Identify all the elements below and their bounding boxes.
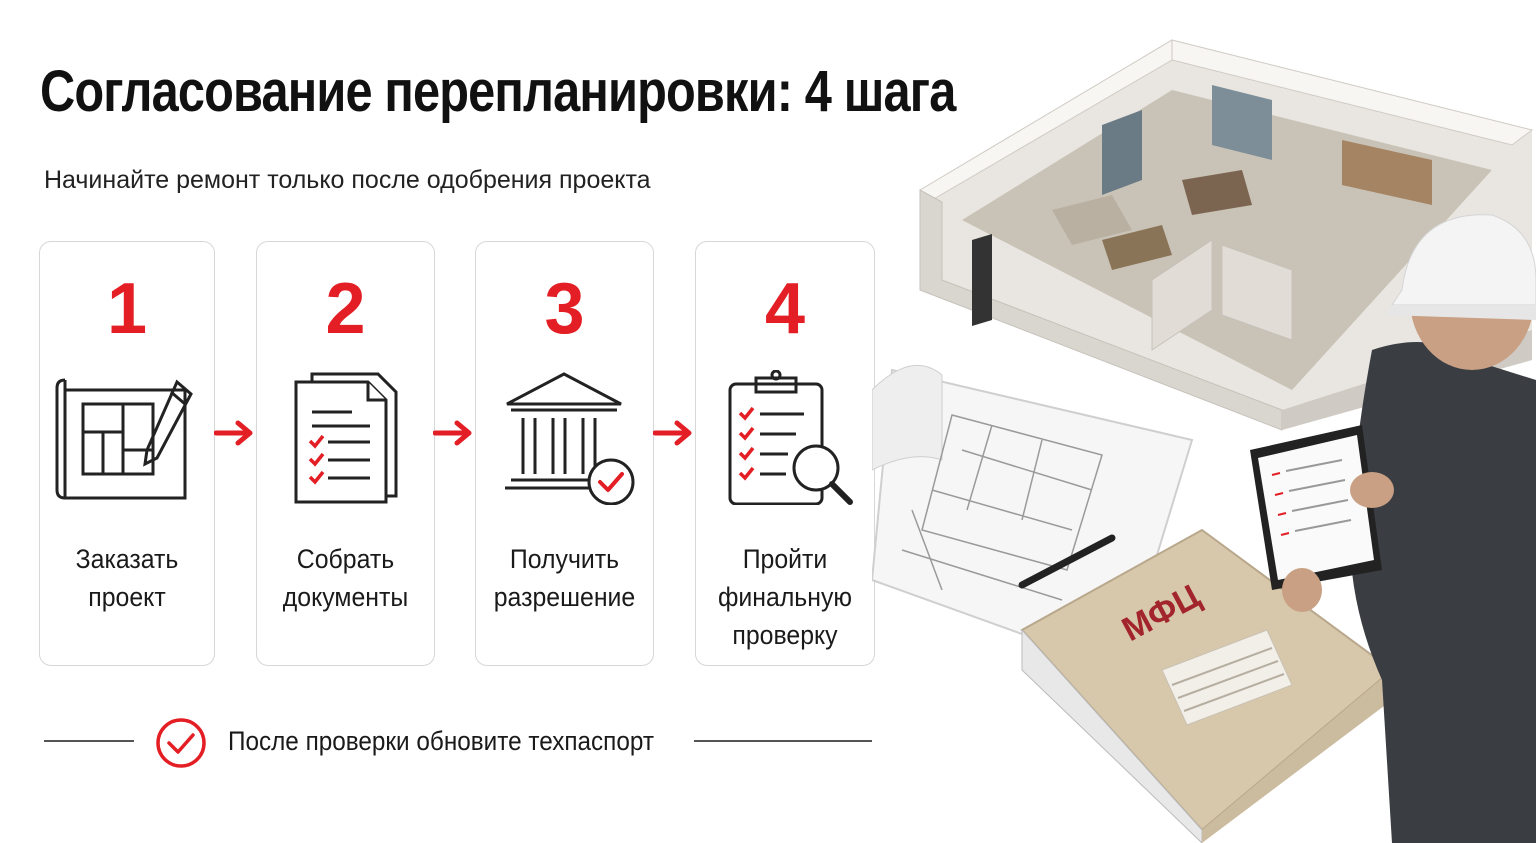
step-label: Получить разрешение	[493, 544, 636, 612]
divider-left	[44, 740, 134, 742]
arrow-right-icon	[214, 420, 253, 446]
step-card-4: 4 Пройти финальную проверку	[695, 241, 875, 666]
check-circle-icon	[156, 718, 206, 768]
documents-checklist-icon	[294, 372, 398, 504]
apartment-model	[919, 39, 1534, 431]
step-card-2: 2 Собрать документы	[256, 241, 435, 666]
inspector	[1250, 214, 1536, 843]
pen	[1018, 534, 1116, 589]
arrow-right-icon	[653, 420, 692, 446]
step-number: 2	[325, 269, 366, 349]
step-card-3: 3 Получить разрешение	[475, 241, 654, 666]
footer-text: После проверки обновите техпаспорт	[228, 726, 654, 756]
page-title: Согласование перепланировки: 4 шага	[40, 59, 956, 124]
step-number: 1	[106, 269, 148, 349]
government-building-check-icon	[505, 372, 635, 505]
divider-right	[694, 740, 872, 742]
step-card-1: 1 Заказать проект	[39, 241, 215, 666]
step-label: Заказать проект	[75, 544, 179, 612]
step-label: Пройти финальную проверку	[717, 544, 853, 650]
step-number: 4	[764, 269, 806, 349]
clipboard-magnifier-icon	[728, 370, 853, 505]
arrow-right-icon	[433, 420, 472, 446]
page-subtitle: Начинайте ремонт только после одобрения …	[44, 166, 651, 194]
renovation-illustration: МФЦ	[872, 39, 1536, 843]
blueprint-pencil-icon	[55, 378, 193, 500]
step-label: Собрать документы	[282, 544, 409, 612]
step-number: 3	[544, 269, 585, 349]
